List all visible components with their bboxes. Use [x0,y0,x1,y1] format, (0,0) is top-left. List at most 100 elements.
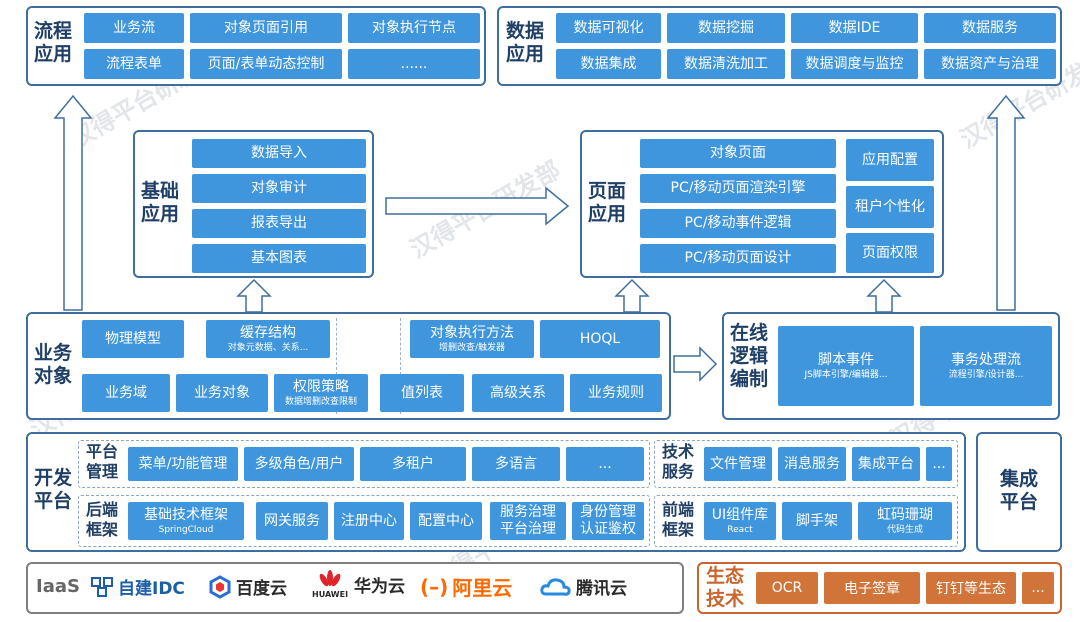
huawei-icon [319,570,341,587]
bo-exec-sub: 增删改查/触发器 [438,342,506,353]
server-icon [91,576,113,597]
data-item-assets: 数据资产与治理 [924,49,1056,79]
divider [400,318,401,414]
frontend-title: 前端框架 [661,500,694,539]
logic-tx-label: 事务处理流 [951,351,1021,368]
aliyun-icon: (–) [420,574,449,599]
process-item-object-exec-node: 对象执行节点 [348,13,480,43]
pm-item-tenant: 多租户 [360,447,466,481]
process-item-page-form-control: 页面/表单动态控制 [190,49,342,79]
ts-item-more: ... [926,447,952,481]
pm-item-menu: 菜单/功能管理 [128,447,238,481]
process-app-title: 流程应用 [33,20,72,65]
logo-aliyun: (–) 阿里云 [420,572,512,601]
be-item-config: 配置中心 [410,502,482,540]
be-auth-sub: 认证鉴权 [580,521,636,537]
fe-item-scaffold: 脚手架 [782,502,852,540]
process-item-object-page-ref: 对象页面引用 [190,13,342,43]
bo-item-exec-method: 对象执行方法 增删改查/触发器 [410,320,534,358]
basic-item-data-import: 数据导入 [192,139,366,168]
tech-service-group [654,440,958,488]
platform-mgmt-group [78,440,650,488]
integration-panel [976,432,1062,552]
eco-item-ocr: OCR [756,572,818,604]
bo-item-rules: 业务规则 [570,374,662,412]
page-item-object-page: 对象页面 [640,139,836,168]
ecosystem-title: 生态技术 [705,565,744,610]
fe-ui-sub: React [727,524,753,535]
arrow-up-to-basic [236,278,272,313]
be-framework-label: 基础技术框架 [144,506,228,523]
tech-service-title: 技术服务 [661,442,694,481]
baidu-cloud-icon [209,574,231,599]
arrow-right-bo-to-logic [673,346,718,382]
page-item-app-config: 应用配置 [846,139,934,181]
bo-perm-label: 权限策略 [293,378,349,395]
fe-item-rainbow: 虹码珊瑚 代码生成 [858,502,952,540]
iaas-label: IaaS [36,576,80,597]
pm-item-more: ... [566,447,644,481]
logic-tx-sub: 流程引擎/设计器... [948,369,1024,380]
platform-mgmt-title: 平台管理 [85,442,118,481]
eco-item-more: ... [1022,572,1054,604]
eco-item-dingtalk: 钉钉等生态 [926,572,1016,604]
fe-item-ui-lib: UI组件库 React [704,502,776,540]
data-item-mining: 数据挖掘 [667,13,785,43]
fe-ui-label: UI组件库 [711,506,769,523]
be-item-governance: 服务治理 平台治理 [490,502,566,540]
bo-item-adv-relation: 高级关系 [472,374,564,412]
be-item-registry: 注册中心 [334,502,404,540]
bo-item-hoql: HOQL [540,320,660,358]
logic-item-transaction-flow: 事务处理流 流程引擎/设计器... [920,326,1052,406]
dev-platform-title: 开发平台 [33,467,72,512]
backend-group [78,495,650,547]
fe-rainbow-label: 虹码珊瑚 [877,506,933,523]
basic-app-title: 基础应用 [140,180,179,225]
basic-item-object-audit: 对象审计 [192,174,366,203]
basic-item-basic-chart: 基本图表 [192,244,366,273]
page-item-page-design: PC/移动页面设计 [640,244,836,273]
data-item-visualization: 数据可视化 [556,13,661,43]
be-gov-sub: 平台治理 [500,521,556,537]
bo-cache-label: 缓存结构 [240,324,296,341]
process-item-business-flow: 业务流 [84,13,184,43]
process-item-more: ...... [348,49,480,79]
eco-item-esign: 电子签章 [824,572,920,604]
logo-tencent: 腾讯云 [540,574,627,599]
logic-script-label: 脚本事件 [818,351,874,368]
ts-item-message: 消息服务 [778,447,846,481]
be-framework-sub: SpringCloud [158,524,214,535]
data-item-ide: 数据IDE [791,13,918,43]
logo-tencent-text: 腾讯云 [576,579,627,599]
logic-item-script-event: 脚本事件 JS脚本引擎/编辑器... [778,326,914,406]
bo-item-value-list: 值列表 [380,374,464,412]
data-item-integration: 数据集成 [556,49,661,79]
integration-title: 集成平台 [999,468,1038,513]
logo-baidu: 百度云 [208,574,287,599]
data-item-cleaning: 数据清洗加工 [667,49,785,79]
pm-item-language: 多语言 [472,447,560,481]
logo-idc-text: 自建IDC [118,579,185,599]
logo-huawei-small: HUAWEI [312,590,349,599]
page-item-event-logic: PC/移动事件逻辑 [640,209,836,238]
watermark: 汉得平台研发部 [405,155,565,264]
logo-aliyun-text: 阿里云 [452,576,513,600]
divider [336,318,337,414]
arrow-up-online-to-page [866,278,902,313]
data-item-scheduling: 数据调度与监控 [791,49,918,79]
tencent-cloud-icon [540,577,571,596]
frontend-group [654,495,958,547]
fe-rainbow-sub: 代码生成 [886,524,923,535]
page-app-title: 页面应用 [587,180,626,225]
process-item-flow-form: 流程表单 [84,49,184,79]
be-item-framework: 基础技术框架 SpringCloud [128,502,244,540]
ts-item-file: 文件管理 [704,447,772,481]
be-item-gateway: 网关服务 [256,502,328,540]
bo-item-cache: 缓存结构 对象元数据、关系... [206,320,330,358]
logic-script-sub: JS脚本引擎/编辑器... [804,369,888,380]
page-item-page-permission: 页面权限 [846,233,934,273]
basic-item-report-export: 报表导出 [192,209,366,238]
page-item-tenant-custom: 租户个性化 [846,186,934,228]
be-gov-label: 服务治理 [500,504,556,520]
logo-huawei-text: 华为云 [354,577,406,597]
